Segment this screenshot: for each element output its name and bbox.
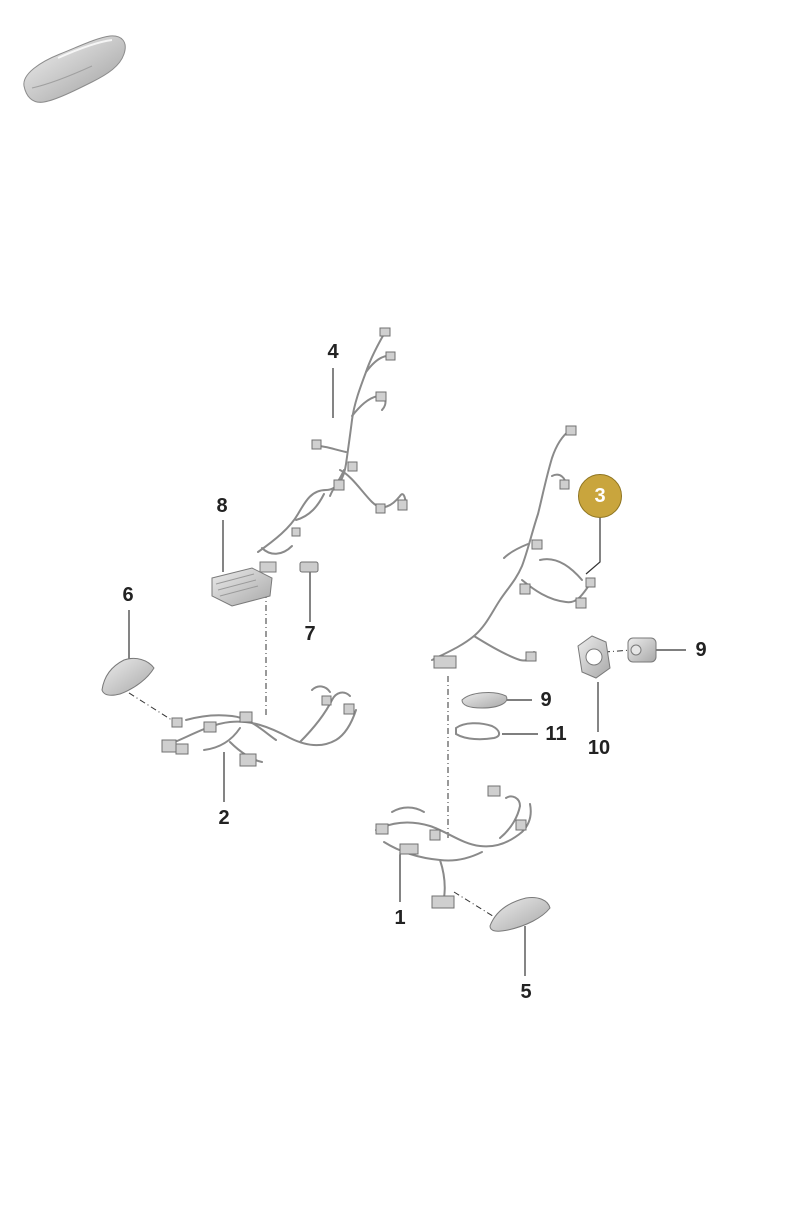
- connector-part-7: [299, 561, 319, 573]
- callout-part-3-highlighted[interactable]: 3: [578, 474, 622, 518]
- car-silhouette-icon: [23, 35, 126, 103]
- backrest-right-connectors: [433, 425, 596, 669]
- motor-part-9-upper: [627, 637, 657, 663]
- callout-part-9-lower[interactable]: 9: [540, 689, 552, 711]
- cover-part-5: [489, 897, 551, 932]
- seat-right-connectors: [375, 785, 527, 909]
- pad-part-9-lower: [461, 692, 508, 709]
- callout-part-11[interactable]: 11: [545, 723, 567, 745]
- seat-wiring-harness-part-1: [375, 795, 532, 899]
- cover-part-6: [101, 657, 155, 696]
- callout-part-1[interactable]: 1: [394, 907, 406, 929]
- control-module-part-8: [211, 561, 277, 607]
- callout-part-7[interactable]: 7: [304, 623, 316, 645]
- callout-part-6[interactable]: 6: [122, 584, 134, 606]
- backrest-harness-connectors: [291, 327, 408, 537]
- assembly-guide-lines: [117, 592, 633, 919]
- backrest-wiring-harness-part-3: [431, 429, 591, 662]
- mounting-plate-part-10: [577, 635, 611, 679]
- callout-part-10[interactable]: 10: [587, 737, 611, 759]
- callout-part-8[interactable]: 8: [216, 495, 228, 517]
- callout-part-5[interactable]: 5: [520, 981, 532, 1003]
- bracket-part-11: [455, 722, 500, 741]
- callout-part-2[interactable]: 2: [218, 807, 230, 829]
- callout-part-9-upper[interactable]: 9: [695, 639, 707, 661]
- seat-harness-connectors: [161, 695, 355, 767]
- leader-lines: [128, 368, 686, 976]
- backrest-wiring-harness-part-4: [257, 333, 407, 555]
- callout-part-4[interactable]: 4: [327, 341, 339, 363]
